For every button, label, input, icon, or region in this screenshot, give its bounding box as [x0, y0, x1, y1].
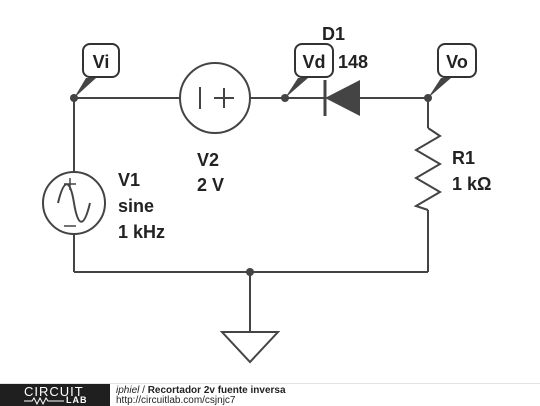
probe-pointers [74, 78, 451, 98]
resistor-r1[interactable] [413, 127, 442, 211]
v1-type-label: sine [118, 196, 154, 216]
footer-bar: CIRCUIT LAB iphiel / Recortador 2v fuent… [0, 383, 540, 406]
dc-source-v2[interactable] [179, 62, 251, 134]
probe-vi-box [82, 43, 120, 78]
circuitlab-logo[interactable]: CIRCUIT LAB [0, 384, 110, 406]
logo-top-text: CIRCUIT [24, 384, 84, 399]
author-link[interactable]: iphiel [116, 385, 140, 396]
probe-vo-label: Vo [446, 52, 468, 72]
probe-vd[interactable]: Vd [294, 43, 334, 78]
probe-vi[interactable]: Vi [82, 43, 120, 78]
ground-triangle [219, 331, 281, 364]
logo-resistor-icon [24, 397, 64, 405]
r1-name-label: R1 [452, 148, 475, 168]
logo-bottom-text: LAB [66, 395, 88, 405]
d1-name-label: D1 [322, 24, 345, 44]
credit-separator: / [139, 385, 148, 396]
circuit-url[interactable]: http://circuitlab.com/csjnjc7 [116, 395, 236, 406]
v2-name-label: V2 [197, 150, 219, 170]
diode-d1[interactable] [298, 80, 360, 116]
credit-line: iphiel / Recortador 2v fuente inversa [116, 385, 286, 396]
v1-name-label: V1 [118, 170, 140, 190]
wires [73, 97, 429, 332]
v1-freq-label: 1 kHz [118, 222, 165, 242]
probe-vd-box [294, 43, 334, 78]
sine-source-v1[interactable] [42, 171, 106, 235]
probe-vd-label: Vd [302, 52, 325, 72]
resistor-zigzag [413, 127, 442, 211]
probe-vo-box [437, 43, 477, 78]
probe-pointer-vo [428, 78, 451, 98]
v2-value-label: 2 V [197, 175, 224, 195]
probe-vi-label: Vi [93, 52, 110, 72]
probe-pointer-vi [74, 78, 96, 98]
diode-triangle [325, 80, 360, 116]
circuit-title[interactable]: Recortador 2v fuente inversa [147, 385, 286, 396]
probe-vo[interactable]: Vo [437, 43, 477, 78]
d1-part-label: 148 [338, 52, 368, 72]
sine-wave-icon [57, 183, 91, 223]
probe-pointer-vd [285, 78, 308, 98]
junction-ground [246, 268, 254, 276]
ground-symbol [219, 331, 281, 364]
r1-value-label: 1 kΩ [452, 174, 491, 194]
